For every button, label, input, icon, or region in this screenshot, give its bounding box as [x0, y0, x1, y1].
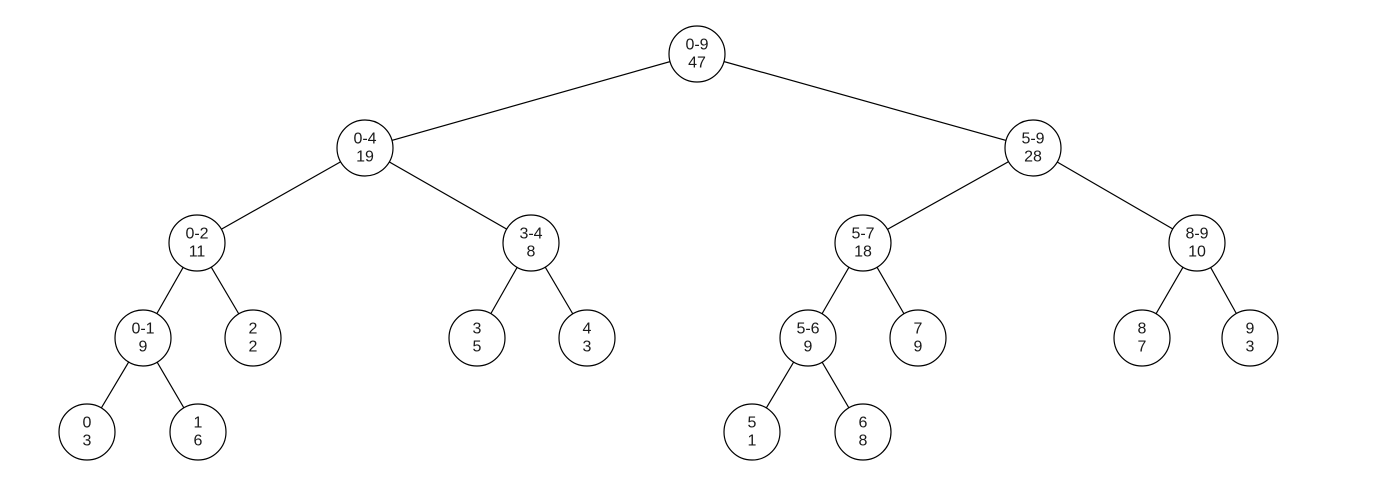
tree-node-8-9: 8-910	[1168, 214, 1226, 272]
node-range-label: 8	[1138, 321, 1147, 338]
node-range-label: 3	[473, 321, 482, 338]
tree-edge-5-9-to-8-9	[1032, 147, 1198, 244]
tree-node-1: 16	[169, 403, 227, 461]
node-sum-label: 9	[914, 339, 923, 356]
node-range-label: 5	[748, 415, 757, 432]
tree-node-6: 68	[834, 403, 892, 461]
tree-edge-0-9-to-5-9	[696, 53, 1034, 149]
node-circle	[834, 403, 892, 461]
node-sum-label: 8	[527, 244, 536, 261]
node-circle	[668, 25, 726, 83]
node-circle	[336, 119, 394, 177]
node-sum-label: 10	[1188, 244, 1206, 261]
tree-node-2: 22	[224, 309, 282, 367]
node-sum-label: 1	[748, 433, 757, 450]
node-sum-label: 28	[1024, 149, 1042, 166]
node-sum-label: 2	[249, 339, 258, 356]
node-range-label: 0-9	[685, 37, 708, 54]
node-circle	[502, 214, 560, 272]
tree-node-0-2: 0-211	[168, 214, 226, 272]
tree-edge-0-9-to-0-4	[364, 53, 698, 149]
tree-node-3-4: 3-48	[502, 214, 560, 272]
tree-node-7: 79	[889, 309, 947, 367]
node-range-label: 5-7	[851, 226, 874, 243]
node-circle	[1113, 309, 1171, 367]
node-sum-label: 3	[1246, 339, 1255, 356]
node-range-label: 9	[1246, 321, 1255, 338]
node-range-label: 1	[194, 415, 203, 432]
tree-node-5-9: 5-928	[1004, 119, 1062, 177]
tree-node-5-6: 5-69	[779, 309, 837, 367]
node-circle	[1168, 214, 1226, 272]
node-range-label: 0-1	[131, 321, 154, 338]
tree-edge-0-4-to-3-4	[364, 147, 532, 244]
node-range-label: 0-4	[353, 131, 376, 148]
node-sum-label: 18	[854, 244, 872, 261]
tree-node-5-7: 5-718	[834, 214, 892, 272]
node-circle	[834, 214, 892, 272]
tree-edge-0-4-to-0-2	[196, 147, 366, 244]
node-range-label: 7	[914, 321, 923, 338]
node-sum-label: 6	[194, 433, 203, 450]
tree-node-0: 03	[58, 403, 116, 461]
node-sum-label: 9	[139, 339, 148, 356]
node-circle	[169, 403, 227, 461]
node-sum-label: 7	[1138, 339, 1147, 356]
node-range-label: 0	[83, 415, 92, 432]
node-circle	[558, 309, 616, 367]
node-sum-label: 3	[83, 433, 92, 450]
node-circle	[224, 309, 282, 367]
node-sum-label: 47	[688, 55, 706, 72]
node-range-label: 2	[249, 321, 258, 338]
node-range-label: 5-9	[1021, 131, 1044, 148]
node-sum-label: 5	[473, 339, 482, 356]
node-sum-label: 3	[583, 339, 592, 356]
node-circle	[114, 309, 172, 367]
node-range-label: 6	[859, 415, 868, 432]
node-range-label: 4	[583, 321, 592, 338]
node-range-label: 0-2	[185, 226, 208, 243]
node-circle	[889, 309, 947, 367]
node-circle	[58, 403, 116, 461]
node-sum-label: 11	[189, 244, 206, 261]
node-range-label: 5-6	[796, 321, 819, 338]
node-range-label: 3-4	[519, 226, 542, 243]
node-circle	[448, 309, 506, 367]
node-sum-label: 8	[859, 433, 868, 450]
node-circle	[1221, 309, 1279, 367]
tree-node-5: 51	[723, 403, 781, 461]
node-circle	[168, 214, 226, 272]
tree-node-0-9: 0-947	[668, 25, 726, 83]
tree-node-9: 93	[1221, 309, 1279, 367]
node-circle	[723, 403, 781, 461]
tree-node-8: 87	[1113, 309, 1171, 367]
tree-node-4: 43	[558, 309, 616, 367]
tree-node-0-4: 0-419	[336, 119, 394, 177]
node-sum-label: 9	[804, 339, 813, 356]
tree-node-3: 35	[448, 309, 506, 367]
node-circle	[779, 309, 837, 367]
node-circle	[1004, 119, 1062, 177]
node-sum-label: 19	[356, 149, 374, 166]
node-range-label: 8-9	[1185, 226, 1208, 243]
tree-edge-5-9-to-5-7	[862, 147, 1034, 244]
tree-node-0-1: 0-19	[114, 309, 172, 367]
